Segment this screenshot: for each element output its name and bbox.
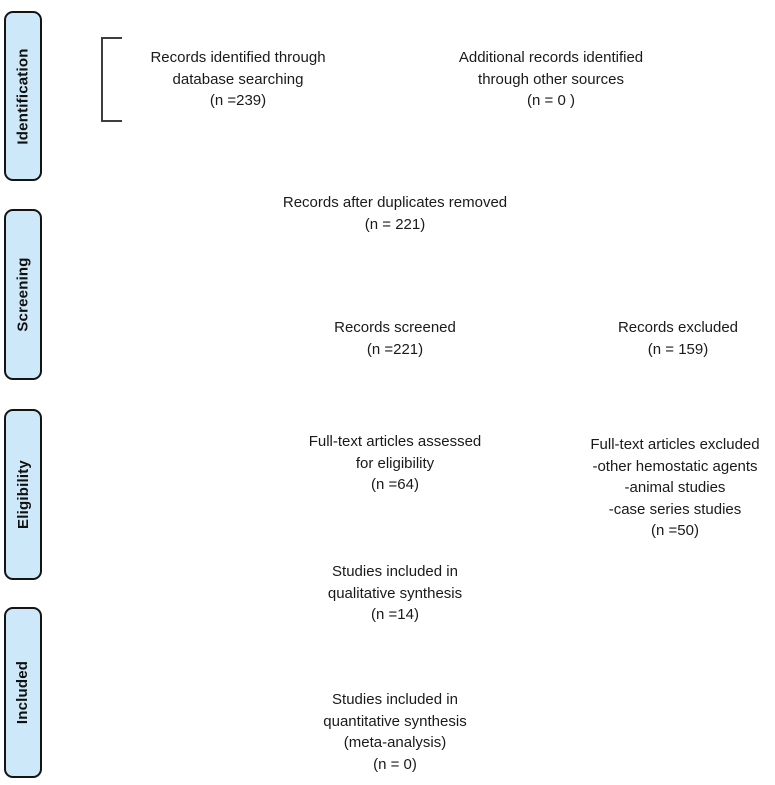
node-records-excluded: Records excluded (n = 159) — [578, 317, 775, 360]
node-line: -case series studies — [608, 500, 742, 518]
stage-box-included: Included — [4, 607, 42, 778]
node-line: Records identified through — [150, 49, 326, 66]
node-line: database searching — [172, 70, 304, 88]
node-count: (n = 221) — [364, 215, 426, 233]
node-line: Records excluded — [617, 319, 739, 336]
stage-label-identification: Identification — [14, 47, 32, 145]
node-line: through other sources — [478, 70, 624, 88]
node-line: -other hemostatic agents — [592, 457, 758, 475]
node-qualitative-synthesis: Studies included in qualitative synthesi… — [270, 561, 520, 626]
bracket-shape — [101, 37, 122, 122]
stage-label-screening: Screening — [14, 257, 32, 332]
node-line: for eligibility — [355, 454, 435, 472]
stage-label-eligibility: Eligibility — [14, 460, 32, 529]
node-count: (n =64) — [371, 476, 419, 493]
node-records-identified: Records identified through database sear… — [113, 47, 363, 112]
node-quantitative-synthesis: Studies included in quantitative synthes… — [270, 689, 520, 775]
node-fulltext-excluded: Full-text articles excluded -other hemos… — [570, 434, 775, 542]
node-line: Studies included in — [332, 691, 458, 708]
node-count: (n =14) — [371, 606, 419, 623]
node-count: (n =221) — [366, 340, 424, 358]
node-line: Records screened — [334, 319, 456, 336]
node-line: Full-text articles excluded — [590, 436, 760, 453]
node-additional-records: Additional records identified through ot… — [426, 47, 676, 112]
stage-box-eligibility: Eligibility — [4, 409, 42, 580]
node-line: Full-text articles assessed — [308, 433, 482, 450]
node-line: Records after duplicates removed — [282, 194, 508, 211]
stage-box-identification: Identification — [4, 11, 42, 181]
stage-box-screening: Screening — [4, 209, 42, 380]
node-count: (n = 0 ) — [527, 92, 575, 109]
node-line: (meta-analysis) — [343, 734, 447, 751]
node-line: Additional records identified — [458, 49, 644, 66]
node-count: (n =50) — [651, 522, 699, 539]
node-line: qualitative synthesis — [327, 584, 463, 602]
node-fulltext-assessed: Full-text articles assessed for eligibil… — [270, 431, 520, 496]
node-line: -animal studies — [624, 479, 726, 496]
node-line: Studies included in — [332, 563, 458, 580]
node-duplicates-removed: Records after duplicates removed (n = 22… — [245, 192, 545, 235]
node-count: (n = 0) — [373, 755, 417, 773]
node-count: (n = 159) — [647, 340, 709, 358]
stage-label-included: Included — [14, 660, 32, 725]
node-count: (n =239) — [209, 92, 267, 109]
node-records-screened: Records screened (n =221) — [295, 317, 495, 360]
node-line: quantitative synthesis — [323, 712, 467, 730]
